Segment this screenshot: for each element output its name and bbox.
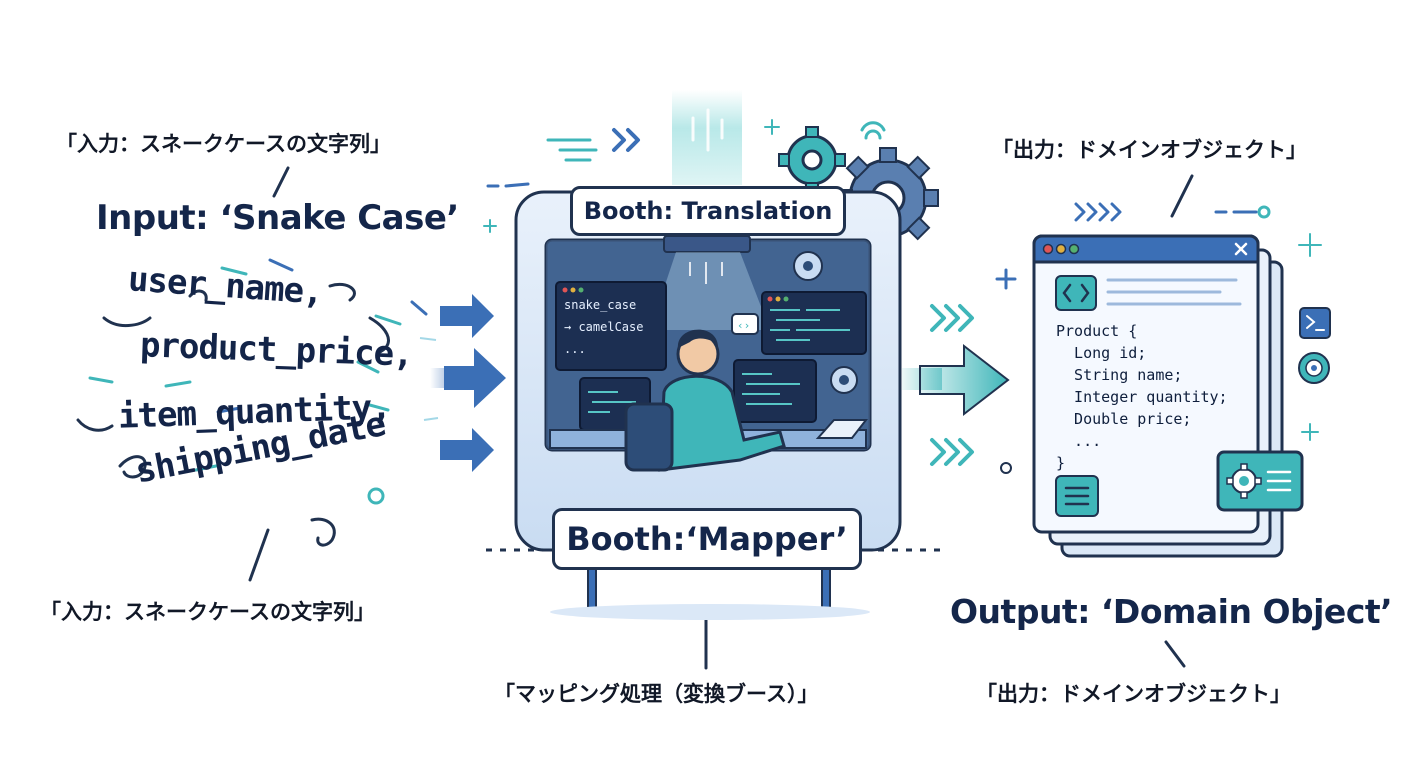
svg-text:‹›: ‹›: [737, 319, 750, 332]
code-line: String name;: [1056, 366, 1183, 384]
snake-screen-text: snake_case → camelCase ...: [564, 294, 643, 360]
screen-line: → camelCase: [564, 320, 644, 334]
connector-line-output-top: [1170, 174, 1194, 218]
code-line: Long id;: [1056, 344, 1147, 362]
output-label-jp-top: 「出力：ドメインオブジェクト」: [992, 138, 1307, 162]
close-icon: [1234, 242, 1248, 256]
input-label-jp-bottom: 「入力：スネークケースの文字列」: [40, 600, 375, 624]
input-label-jp-top: 「入力：スネークケースの文字列」: [56, 132, 391, 156]
operator-person: [624, 329, 786, 472]
globe-icon: [1298, 352, 1330, 384]
input-arrow-bottom: [440, 428, 494, 472]
code-line: Product {: [1056, 322, 1138, 340]
code-icon: [1055, 275, 1097, 311]
connector-line-output-bottom: [1164, 640, 1186, 668]
output-code-block: Product { Long id; String name; Integer …: [1056, 320, 1228, 474]
input-arrow-middle: [444, 348, 506, 408]
code-line: }: [1056, 454, 1066, 472]
gear-icon-small: [778, 126, 846, 194]
input-label-en: Input: ‘Snake Case’: [96, 198, 459, 238]
monitor-main: [733, 359, 817, 423]
input-arrow-top: [440, 294, 494, 338]
code-line: ...: [1056, 432, 1102, 450]
screen-line: snake_case: [564, 298, 637, 312]
output-arrow: [919, 343, 1010, 417]
screen-snake: [555, 281, 667, 371]
settings-gear-icon: [1226, 463, 1262, 499]
connector-line-input-top: [272, 166, 290, 198]
code-line: Double price;: [1056, 410, 1192, 428]
booth-top-sign: Booth: Translation: [570, 186, 846, 236]
booth-bottom-sign: Booth:‘Mapper’: [552, 508, 862, 570]
screen-line: ...: [564, 342, 586, 356]
connector-line-input-bottom: [248, 528, 270, 582]
output-label-jp-bottom: 「出力：ドメインオブジェクト」: [976, 682, 1291, 706]
screen-code-right: [761, 291, 867, 355]
code-line: Integer quantity;: [1056, 388, 1228, 406]
booth-caption-jp: 「マッピング処理（変換ブース）」: [494, 682, 819, 706]
terminal-icon: [1299, 307, 1331, 339]
decor-circle: [367, 487, 385, 505]
output-label-en: Output: ‘Domain Object’: [950, 592, 1393, 631]
